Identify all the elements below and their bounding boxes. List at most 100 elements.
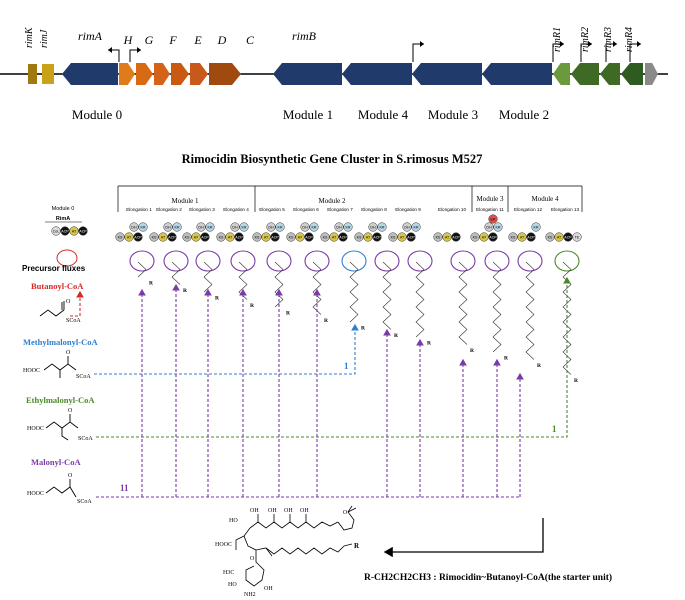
gene-label: rimR2 <box>580 27 591 52</box>
butanoyl-flux-line <box>70 290 84 317</box>
domain-at <box>442 232 452 242</box>
domain-label: DH <box>268 225 274 229</box>
extender-unit-ellipse <box>341 250 367 272</box>
polyketide-chain <box>312 261 322 315</box>
extender-unit-ellipse <box>484 250 510 272</box>
gene-label: rimA <box>78 29 103 43</box>
polyketide-chain <box>171 261 181 285</box>
gene-arrow-unknown <box>645 63 658 85</box>
domain-ks <box>216 232 226 242</box>
domain-ks <box>545 232 555 242</box>
domain-kr <box>172 222 182 232</box>
domain-ks <box>149 232 159 242</box>
extender-unit-ellipse <box>230 250 256 272</box>
polyketide-chain <box>349 261 359 323</box>
domain-label: DH <box>198 225 204 229</box>
gene-arrow-rimR3 <box>600 63 620 85</box>
domain-label: ER <box>491 217 496 221</box>
domain-label: KS <box>391 235 396 239</box>
domain-at <box>158 232 168 242</box>
gene-label: E <box>193 33 202 47</box>
gene-label: G <box>145 33 154 47</box>
product-atom: OH <box>264 586 273 592</box>
methylmalonyl-flux-line <box>94 323 359 375</box>
gene-arrow-rimB-segment <box>412 63 482 85</box>
domain-label: AT <box>127 235 132 239</box>
precursor-flux-lines <box>70 276 571 498</box>
promoter-arrowhead <box>588 41 592 47</box>
domain-at <box>329 232 339 242</box>
domain-ks <box>470 232 480 242</box>
domain-label: KS <box>473 235 478 239</box>
domain-label: CoL <box>53 229 60 233</box>
malonyl-o: O <box>68 473 73 479</box>
domain-at <box>261 232 271 242</box>
domain-label: KS <box>152 235 157 239</box>
domain-label: ACP <box>452 235 460 239</box>
elongation-label: Elongation 10 <box>438 207 467 212</box>
gene-module-label: Module 0 <box>72 107 122 122</box>
gene-arrow-F <box>154 63 170 85</box>
domain-acp <box>338 232 348 242</box>
promoter-arrowhead <box>560 41 564 47</box>
gene-label: rimK <box>24 26 35 48</box>
domain-label: AT <box>400 235 405 239</box>
domain-label: KR <box>242 225 247 229</box>
gene-label: rimJ <box>39 29 50 48</box>
chain-end-r: R <box>574 378 579 384</box>
gene-label: F <box>168 33 177 47</box>
gene-arrow-D <box>190 63 208 85</box>
gene-arrow-C <box>209 63 241 85</box>
domain-acp <box>200 232 210 242</box>
domain-at <box>554 232 564 242</box>
promoter-arrows <box>108 41 641 62</box>
gene-arrow-rimR2 <box>571 63 599 85</box>
domain-label: ACP <box>489 235 497 239</box>
methylmalonyl-structure <box>43 356 77 378</box>
domain-kr <box>275 222 285 232</box>
chain-end-r: R <box>504 356 509 362</box>
malonyl-hooc: HOOC <box>27 491 44 497</box>
domain-label: KR <box>496 225 501 229</box>
domain-label: AT <box>366 235 371 239</box>
butanoyl-coa-structure <box>39 301 65 317</box>
domain-label: AT <box>72 229 77 233</box>
loading-unit-ellipse <box>56 249 78 267</box>
domain-ks <box>115 232 125 242</box>
domain-label: KR <box>141 225 146 229</box>
domain-at <box>295 232 305 242</box>
domain-label: ACP <box>134 235 142 239</box>
methylmalonyl-hooc: HOOC <box>23 368 40 374</box>
chain-end-r: R <box>286 311 291 317</box>
product-atom: R <box>354 542 360 550</box>
cluster-title: Rimocidin Biosynthetic Gene Cluster in S… <box>182 152 483 166</box>
gene-arrow-rimB-segment <box>482 63 552 85</box>
domain-acp <box>406 232 416 242</box>
domain-label: ACP <box>168 235 176 239</box>
promoter-arrowhead <box>637 41 641 47</box>
domain-label: ACP <box>407 235 415 239</box>
chain-end-r: R <box>427 341 432 347</box>
chain-end-r: R <box>537 363 542 369</box>
domain-ks <box>182 232 192 242</box>
domain-at <box>517 232 527 242</box>
domain-label: AT <box>264 235 269 239</box>
domain-label: TE <box>575 235 580 239</box>
domain-kr <box>377 222 387 232</box>
gene-arrow-rimJ <box>42 64 54 84</box>
domain-acp <box>526 232 536 242</box>
extender-unit-ellipse <box>129 250 155 272</box>
domain-kr <box>239 222 249 232</box>
domain-at <box>124 232 134 242</box>
product-atom: OH <box>250 508 259 514</box>
domain-acp <box>372 232 382 242</box>
polyketide-chain <box>238 261 248 300</box>
ethylmalonyl-structure <box>45 414 79 441</box>
domain-dh <box>196 222 206 232</box>
chain-end-r: R <box>394 333 399 339</box>
gene-label: rimR1 <box>552 27 563 52</box>
methylmalonyl-o: O <box>66 350 71 356</box>
